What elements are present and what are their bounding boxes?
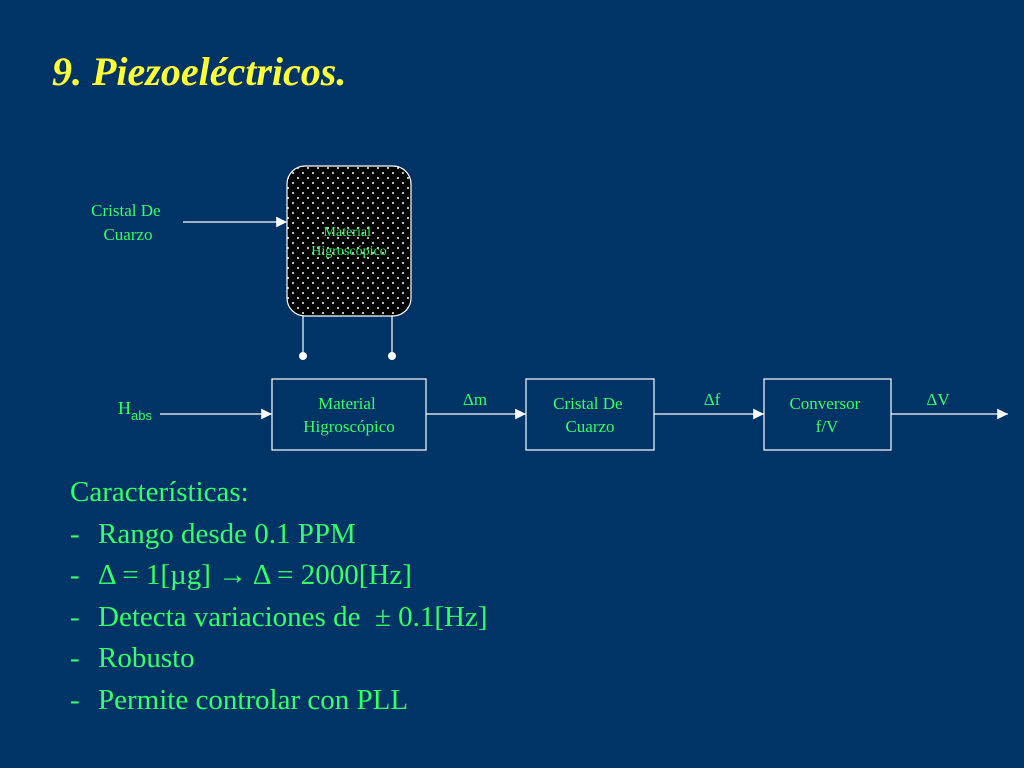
feature-item: -Detecta variaciones de ± 0.1[Hz] xyxy=(70,600,488,633)
feature-item: -Rango desde 0.1 PPM xyxy=(70,517,356,550)
features-heading: Características: xyxy=(70,476,249,508)
signal-label-delta-f: Δf xyxy=(704,390,721,409)
input-label-crystal: Cristal De Cuarzo xyxy=(91,201,165,244)
sensor-block xyxy=(286,165,412,317)
block-cristal-label: Cristal De Cuarzo xyxy=(553,394,627,436)
feature-item: -Δ = 1[µg] → Δ = 2000[Hz] xyxy=(70,559,412,591)
signal-label-delta-v: ΔV xyxy=(926,390,950,409)
slide-title: 9. Piezoeléctricos. xyxy=(52,49,347,94)
feature-item: -Permite controlar con PLL xyxy=(70,683,409,716)
signal-label-delta-m: Δm xyxy=(463,390,487,409)
feature-item: -Robusto xyxy=(70,642,195,674)
block-conversor-label: Conversor f/V xyxy=(789,394,864,436)
features-list: Características: -Rango desde 0.1 PPM -Δ… xyxy=(70,472,488,721)
sensor-terminal-left xyxy=(299,352,307,360)
block-cristal-de-cuarzo xyxy=(525,378,655,451)
input-label-humidity: Habs xyxy=(118,398,152,423)
block-material-label: Material Higroscópico xyxy=(303,394,395,436)
block-material-higroscopico xyxy=(271,378,427,451)
sensor-terminal-right xyxy=(388,352,396,360)
block-conversor-fv xyxy=(763,378,892,451)
sensor-block-label: Material Higroscópico xyxy=(311,225,386,259)
